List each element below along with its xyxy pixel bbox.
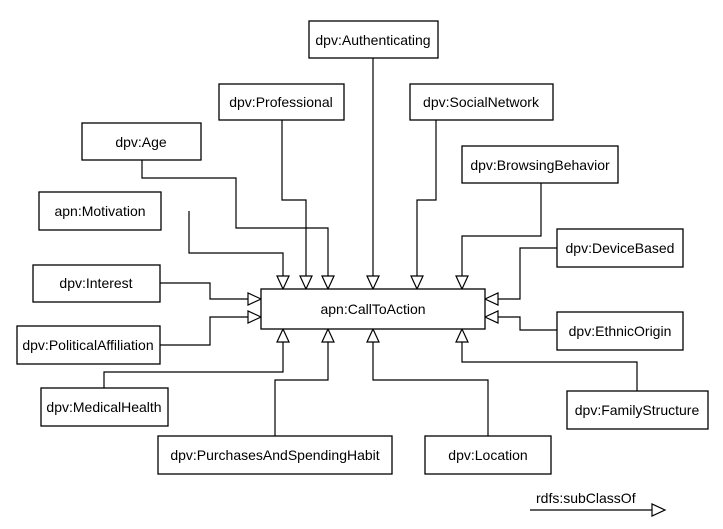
legend-arrowhead: [651, 503, 667, 517]
node-professional: dpv:Professional: [218, 83, 345, 121]
arrowhead-motivation: [276, 275, 290, 291]
arrowhead-ethnic-origin: [483, 310, 499, 324]
node-browsing-behavior: dpv:BrowsingBehavior: [461, 145, 619, 184]
node-call-to-action: apn:CallToAction: [260, 288, 486, 330]
node-location: dpv:Location: [424, 435, 552, 475]
node-label: dpv:Location: [448, 447, 527, 463]
arrowhead-professional: [299, 275, 313, 291]
node-label: dpv:BrowsingBehavior: [470, 157, 610, 173]
arrowhead-purchases: [321, 327, 335, 343]
node-political-affiliation: dpv:PoliticalAffiliation: [16, 325, 161, 365]
edge-medical-health: [103, 342, 284, 388]
node-label: dpv:Professional: [229, 94, 333, 110]
arrowhead-location: [366, 327, 380, 343]
node-label: dpv:MedicalHealth: [46, 399, 161, 415]
edge-political-affiliation: [160, 316, 248, 346]
edge-interest: [160, 282, 248, 300]
node-label: dpv:DeviceBased: [566, 240, 675, 256]
arrowhead-age: [321, 275, 335, 291]
arrowhead-social-network: [410, 275, 424, 291]
node-label: dpv:PurchasesAndSpendingHabit: [170, 447, 379, 463]
edge-device-based: [498, 247, 557, 300]
arrowhead-device-based: [483, 292, 499, 306]
edges: [103, 58, 638, 436]
edge-ethnic-origin: [498, 316, 557, 331]
arrowhead-family-structure: [455, 327, 469, 343]
edge-family-structure: [461, 342, 638, 391]
edge-social-network: [416, 120, 437, 276]
node-purchases: dpv:PurchasesAndSpendingHabit: [157, 435, 393, 475]
node-age: dpv:Age: [81, 122, 202, 161]
node-label: dpv:FamilyStructure: [575, 402, 700, 418]
arrowhead-medical-health: [276, 327, 290, 343]
node-family-structure: dpv:FamilyStructure: [566, 390, 709, 430]
arrowhead-browsing-behavior: [455, 275, 469, 291]
node-label: apn:CallToAction: [320, 301, 425, 317]
node-label: dpv:EthnicOrigin: [569, 323, 672, 339]
arrowhead-interest: [247, 292, 263, 306]
node-label: dpv:Age: [115, 134, 167, 150]
edge-motivation: [188, 211, 284, 276]
node-label: dpv:Interest: [59, 275, 132, 291]
node-authenticating: dpv:Authenticating: [308, 20, 439, 59]
node-interest: dpv:Interest: [32, 264, 161, 303]
node-label: dpv:PoliticalAffiliation: [22, 337, 153, 353]
legend: rdfs:subClassOf: [530, 490, 667, 517]
node-motivation: apn:Motivation: [38, 191, 162, 231]
edge-professional: [281, 120, 307, 276]
edge-browsing-behavior: [461, 183, 542, 276]
node-medical-health: dpv:MedicalHealth: [40, 387, 169, 427]
node-label: apn:Motivation: [54, 203, 145, 219]
node-social-network: dpv:SocialNetwork: [409, 83, 554, 121]
node-ethnic-origin: dpv:EthnicOrigin: [556, 311, 684, 351]
node-device-based: dpv:DeviceBased: [556, 228, 684, 268]
legend-label: rdfs:subClassOf: [536, 490, 636, 506]
arrowheads: [247, 275, 499, 343]
edge-location: [372, 342, 489, 436]
arrowhead-authenticating: [366, 275, 380, 291]
node-label: dpv:SocialNetwork: [423, 94, 540, 110]
arrowhead-political-affiliation: [247, 310, 263, 324]
node-label: dpv:Authenticating: [315, 32, 430, 48]
edge-age: [141, 160, 329, 276]
edge-purchases: [274, 342, 329, 436]
